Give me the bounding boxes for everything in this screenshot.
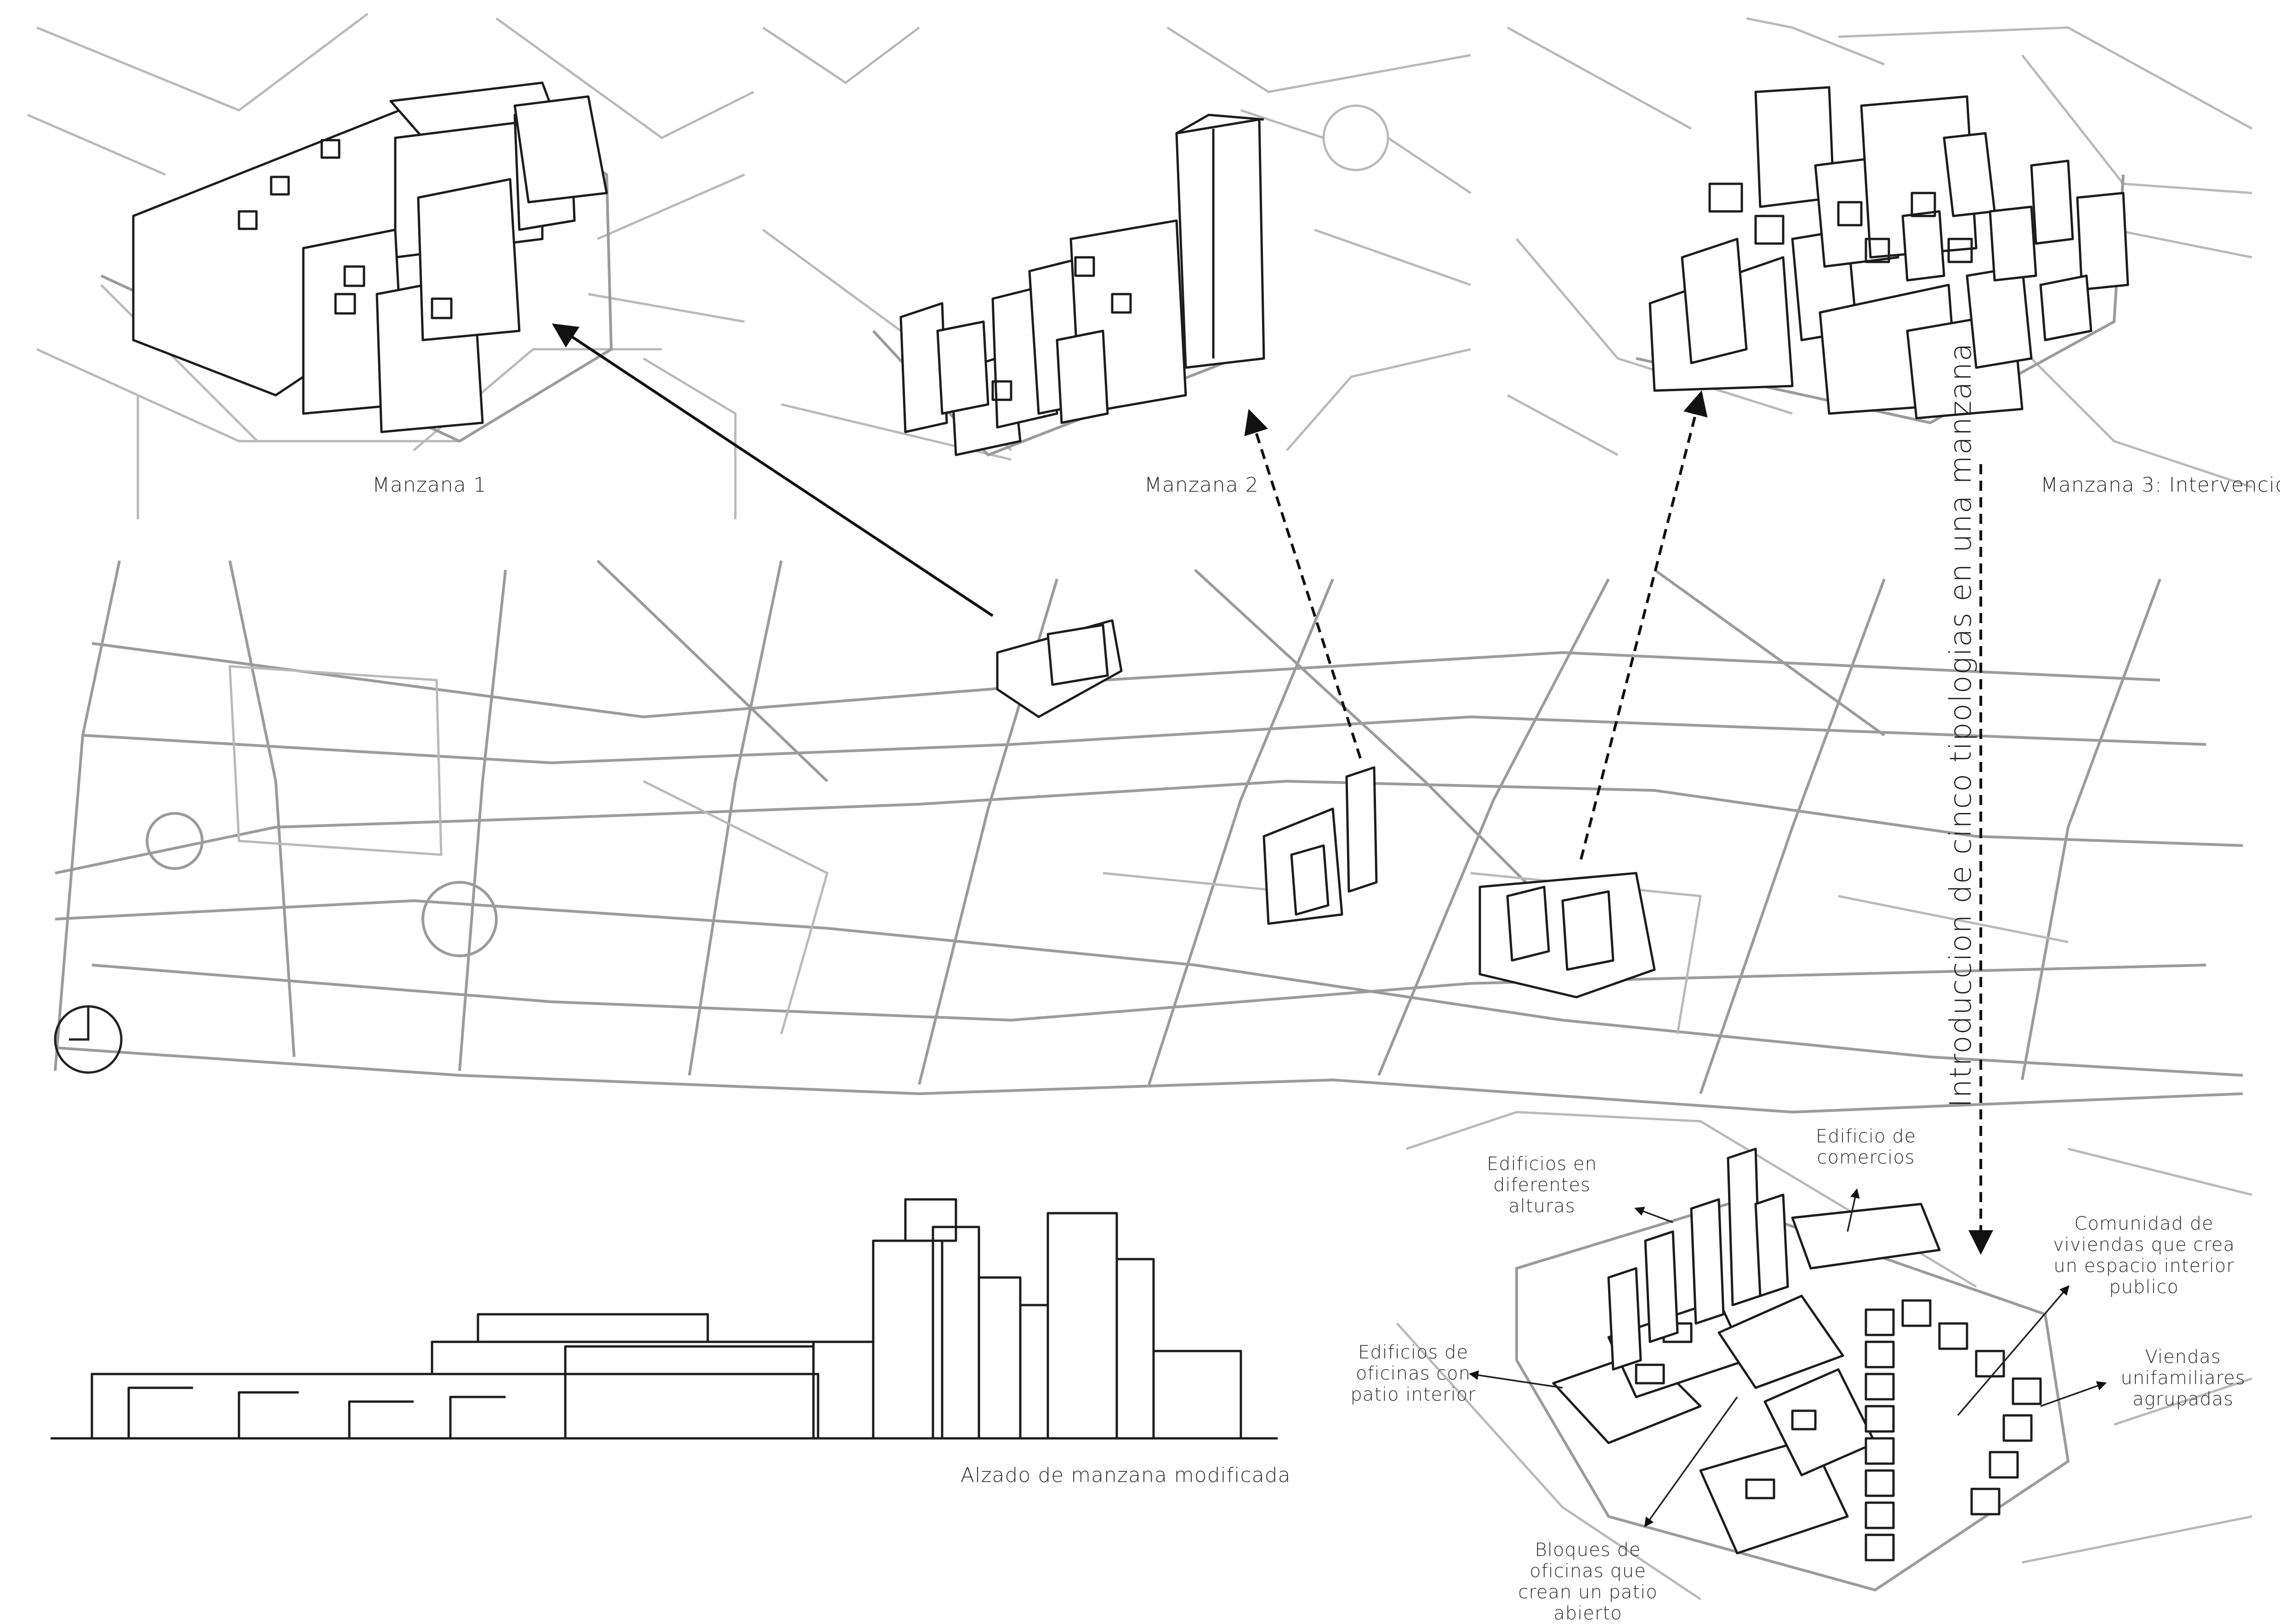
annotation-arrows [1468,1188,2107,1527]
panel-manzana-3 [1507,17,2253,488]
map-block-3 [1478,872,1656,999]
map-block-1 [996,619,1123,718]
note-comunidad-viviendas: Comunidad de viviendas que crea un espac… [2053,1213,2235,1298]
caption-alzado: Alzado de manzana modificada [961,1464,1291,1487]
map-block-2 [1262,766,1378,925]
elevation-drawing [51,1198,1278,1440]
connector-arrows [552,324,1993,1255]
note-oficinas-patio: Edificios de oficinas con patio interior [1350,1342,1476,1405]
city-map [54,559,2243,1114]
north-arrow-icon [54,1005,123,1074]
note-edificios-alturas: Edificios en diferentes alturas [1486,1153,1598,1217]
note-edificio-comercios: Edificio de comercios [1815,1126,1916,1168]
note-bloques-oficinas: Bloques de oficinas que crean un patio a… [1518,1539,1658,1624]
panel-manzana-1 [27,13,755,519]
axonometric-intervention [1396,1111,2252,1601]
panel-manzana-2 [762,26,1472,461]
caption-manzana-3: Manzana 3: Intervencion [2041,473,2280,497]
caption-manzana-1: Manzana 1 [372,473,487,497]
note-viviendas-unifamiliares: Viendas unifamiliares agrupadas [2121,1346,2246,1410]
vertical-title: Introduccion de cinco tipologias en una … [1944,342,1978,1107]
caption-manzana-2: Manzana 2 [1144,473,1259,497]
